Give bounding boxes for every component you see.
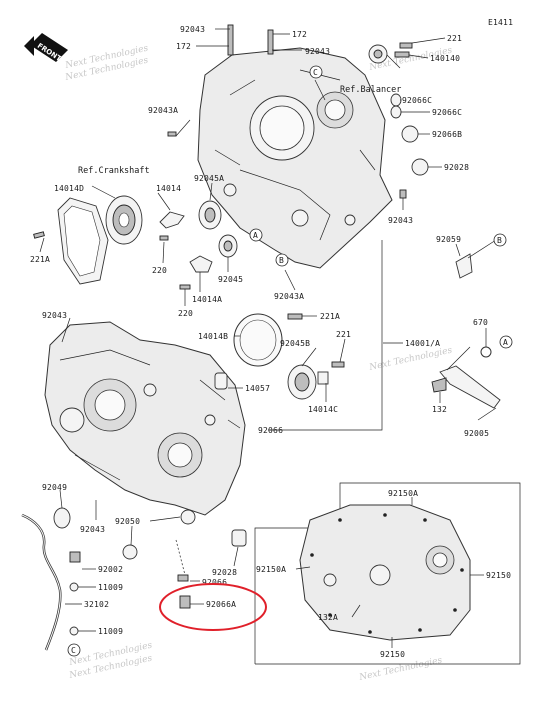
callout-c-bottom: C xyxy=(67,643,81,657)
right-crankcase-half xyxy=(197,47,393,269)
part-label: 221A xyxy=(30,255,50,264)
part-label: 172 xyxy=(292,30,307,39)
front-arrow-icon: FRONT xyxy=(24,33,68,63)
part-label: 221 xyxy=(447,34,462,43)
part-label: 92049 xyxy=(42,483,67,492)
part-label: 92045B xyxy=(280,339,310,348)
part-label: 92066C xyxy=(402,96,432,105)
ref-crankshaft-label: Ref.Crankshaft xyxy=(78,166,150,176)
part-label: 92028 xyxy=(212,568,237,577)
part-label: 670 xyxy=(473,318,488,327)
callout-a-right: A xyxy=(499,335,513,349)
part-label: 32102 xyxy=(84,600,109,609)
part-label: 92059 xyxy=(436,235,461,244)
part-label: 221A xyxy=(320,312,340,321)
part-label: 92150 xyxy=(486,571,511,580)
part-label: 92150 xyxy=(380,650,405,659)
part-label: 14014 xyxy=(156,184,181,193)
watermark-5: Next Technologies xyxy=(358,656,444,684)
part-label: 221 xyxy=(336,330,351,339)
part-label: 92045A xyxy=(194,174,224,183)
part-label: 140140 xyxy=(430,54,460,63)
part-label: 92045 xyxy=(218,275,243,284)
part-label: 14014A xyxy=(192,295,222,304)
part-label: 92043A xyxy=(274,292,304,301)
part-label: 14014B xyxy=(198,332,228,341)
part-label: 92150A xyxy=(256,565,286,574)
callout-a-left: A xyxy=(249,228,263,242)
svg-text:B: B xyxy=(497,236,502,245)
part-label: 92043 xyxy=(42,311,67,320)
part-label: 92066 xyxy=(258,426,283,435)
cover-subassembly-box xyxy=(254,482,521,665)
shift-parts xyxy=(431,346,501,409)
svg-text:A: A xyxy=(253,231,258,240)
part-label: 11009 xyxy=(98,583,123,592)
ref-balancer-label: Ref.Balancer xyxy=(340,85,401,95)
part-label: 92150A xyxy=(388,489,418,498)
assembly-bracket xyxy=(268,240,383,431)
part-label: 14001/A xyxy=(405,339,440,348)
part-labels: 92043 172 172 92043 221 140140 92043A 92… xyxy=(30,25,511,659)
part-label: 92066 xyxy=(202,578,227,587)
part-label: 14057 xyxy=(245,384,270,393)
svg-text:C: C xyxy=(71,646,76,655)
callout-b-right: B xyxy=(493,233,507,247)
oil-line-parts xyxy=(21,507,247,651)
leader-lines xyxy=(39,28,497,648)
part-label: 92028 xyxy=(444,163,469,172)
diagram-code: E1411 xyxy=(488,18,513,27)
part-label: 132 xyxy=(432,405,447,414)
part-label: 92043 xyxy=(80,525,105,534)
part-label: 14014D xyxy=(54,184,84,193)
callout-c-top: C xyxy=(309,65,323,79)
part-label: 92050 xyxy=(115,517,140,526)
part-label: 92066A xyxy=(206,600,236,609)
crankshaft-bearing-parts xyxy=(33,195,238,290)
part-label: 92066B xyxy=(432,130,462,139)
part-label: 92002 xyxy=(98,565,123,574)
left-crankcase-half xyxy=(44,321,246,516)
part-label: 92043 xyxy=(388,216,413,225)
callout-b-mid: B xyxy=(275,253,289,267)
svg-text:C: C xyxy=(313,68,318,77)
part-label: 14014C xyxy=(308,405,338,414)
part-label: 220 xyxy=(178,309,193,318)
svg-text:B: B xyxy=(279,256,284,265)
part-label: 92043 xyxy=(305,47,330,56)
svg-text:A: A xyxy=(503,338,508,347)
part-label: 172 xyxy=(176,42,191,51)
part-label: 92043 xyxy=(180,25,205,34)
part-label: 11009 xyxy=(98,627,123,636)
part-label: 92043A xyxy=(148,106,178,115)
left-cover-gasket xyxy=(214,313,345,400)
balancer-seal-parts xyxy=(167,24,473,279)
part-label: 220 xyxy=(152,266,167,275)
highlight-ellipse xyxy=(159,583,267,631)
part-label: 92005 xyxy=(464,429,489,438)
part-label: 92066C xyxy=(432,108,462,117)
part-label: 132A xyxy=(318,613,338,622)
watermark-3: Next Technologies xyxy=(368,346,454,374)
